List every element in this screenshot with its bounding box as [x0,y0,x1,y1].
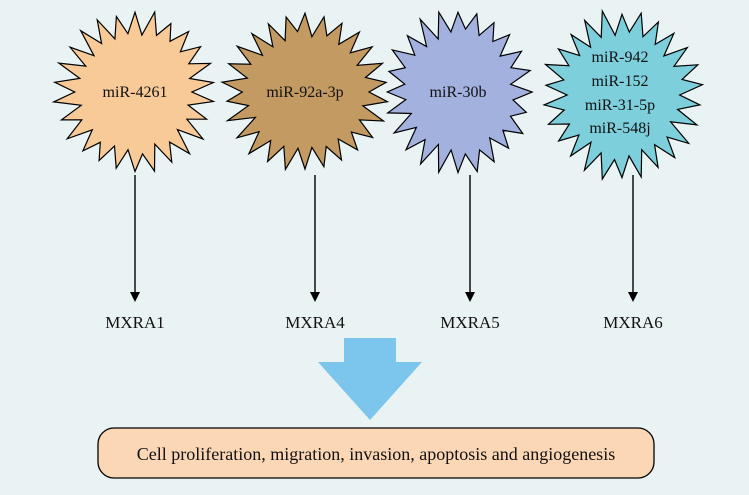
mirna-label-1: miR-4261 [103,84,168,101]
mirna-label-4c: miR-31-5p [585,97,655,114]
target-label-1: MXRA1 [105,313,165,332]
outcome-box-rect [97,427,655,479]
mirna-label-4a: miR-942 [592,49,649,66]
mirna-burst-2 [220,11,390,172]
target-label-4: MXRA6 [603,313,663,332]
mirna-label-4d: miR-548j [589,120,650,137]
mirna-burst-3 [385,10,534,175]
mirna-label-4b: miR-152 [592,73,649,90]
mirna-burst-1 [51,9,216,174]
down-arrow [318,338,422,420]
target-label-3: MXRA5 [440,313,500,332]
mirna-label-2: miR-92a-3p [266,84,343,101]
target-label-2: MXRA4 [285,313,345,332]
outcome-box: Cell proliferation, migration, invasion,… [97,427,655,479]
mirna-group-1: miR-4261 MXRA1 [51,9,216,332]
mirna-group-2: miR-92a-3p MXRA4 [220,11,390,332]
mirna-burst-4 [542,8,705,181]
mirna-label-3: miR-30b [430,84,487,101]
mirna-group-3: miR-30b MXRA5 [385,10,534,332]
mirna-group-4: miR-942 miR-152 miR-31-5p miR-548j MXRA6 [542,8,705,332]
outcome-text: Cell proliferation, migration, invasion,… [137,444,615,464]
